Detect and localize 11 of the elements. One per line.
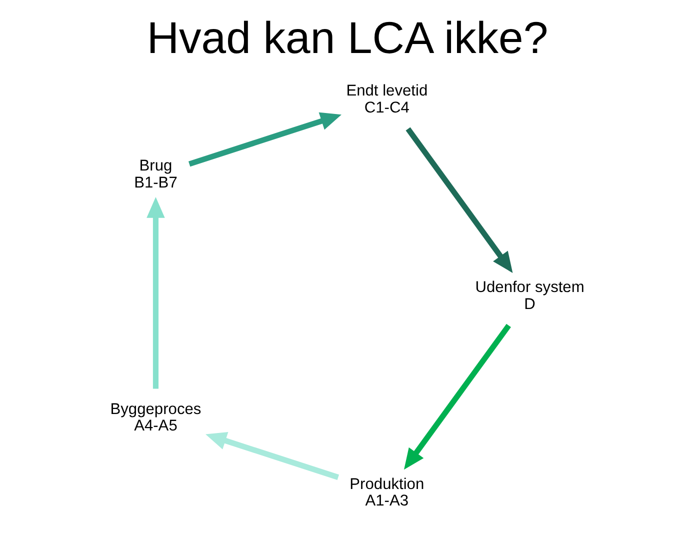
diagram-title: Hvad kan LCA ikke? bbox=[146, 14, 548, 64]
node-text: Produktion A1-A3 bbox=[350, 476, 424, 510]
node-text: Endt levetid C1-C4 bbox=[346, 82, 428, 116]
arrow bbox=[404, 324, 511, 470]
node-text: Byggeproces A4-A5 bbox=[110, 400, 202, 434]
arrow bbox=[146, 197, 165, 389]
node-text: Udenfor system D bbox=[475, 279, 584, 313]
node-text: Brug B1-B7 bbox=[134, 158, 178, 192]
arrow bbox=[206, 432, 340, 480]
arrow bbox=[406, 127, 513, 273]
arrow bbox=[188, 112, 342, 167]
